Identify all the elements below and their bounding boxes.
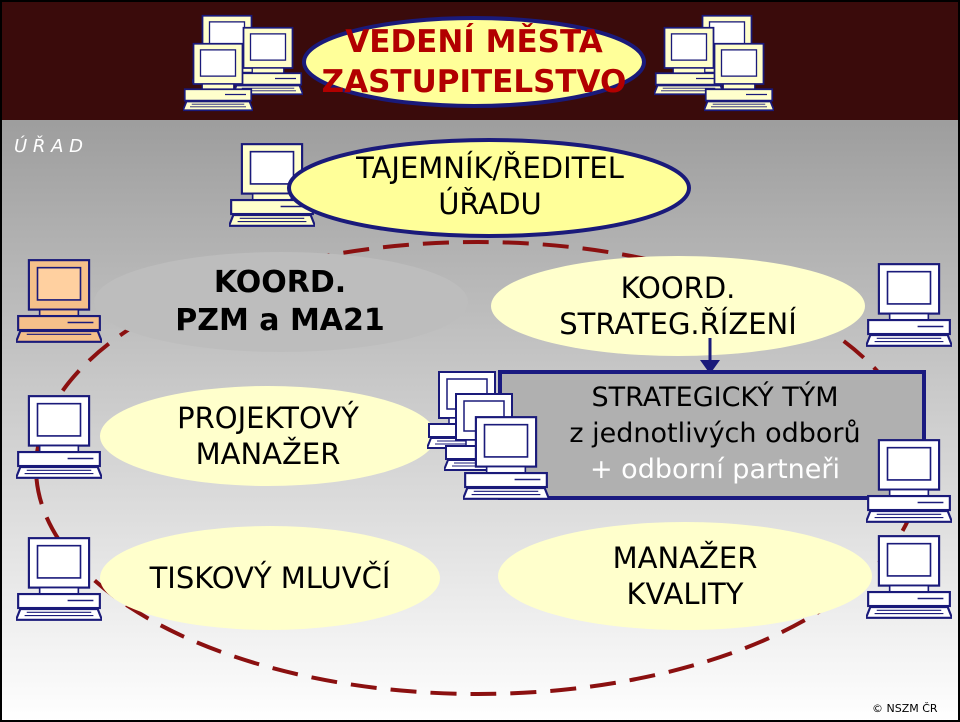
press-line-1: TISKOVÝ MLUVČÍ (149, 561, 391, 595)
strategic-team-label: STRATEGICKÝ TÝM z jednotlivých odborů + … (535, 380, 895, 488)
coord-pzm-ellipse (94, 252, 468, 352)
press-ellipse (100, 526, 440, 630)
computer-icon (183, 42, 253, 112)
copyright: © NSZM ČR (872, 702, 938, 715)
quality-label: MANAŽER KVALITY (500, 540, 870, 612)
quality-line-1: MANAŽER (612, 541, 758, 575)
project-manager-line-1: PROJEKTOVÝ (177, 401, 359, 435)
office-label: Ú Ř A D (14, 136, 84, 157)
header-title: VEDENÍ MĚSTA ZASTUPITELSTVO (304, 22, 644, 102)
computer-icon (866, 263, 952, 347)
header-line-2: ZASTUPITELSTVO (321, 64, 627, 100)
coord-pzm-line-2: PZM a MA21 (175, 303, 385, 338)
computer-icon (16, 537, 102, 621)
secretary-line-2: ÚŘADU (438, 187, 542, 221)
coord-strateg-line-1: KOORD. (620, 271, 736, 305)
secretary-label: TAJEMNÍK/ŘEDITEL ÚŘADU (290, 150, 690, 222)
strategic-team-line-1: STRATEGICKÝ TÝM (591, 382, 839, 413)
computer-icon (654, 26, 724, 96)
project-manager-label: PROJEKTOVÝ MANAŽER (100, 400, 436, 472)
strategic-team-line-2: z jednotlivých odborů (569, 418, 861, 449)
computer-icon (233, 26, 303, 96)
strategic-team-line-3: + odborní partneři (589, 454, 841, 485)
project-manager-line-2: MANAŽER (195, 437, 341, 471)
coord-strateg-label: KOORD. STRATEG.ŘÍZENÍ (492, 270, 864, 342)
computer-icon (704, 42, 774, 112)
secretary-line-1: TAJEMNÍK/ŘEDITEL (356, 151, 624, 185)
leadership-ellipse (302, 16, 646, 108)
project-manager-ellipse (100, 386, 436, 486)
coord-pzm-line-1: KOORD. (213, 265, 347, 300)
quality-ellipse (498, 522, 872, 630)
coord-strateg-ellipse (491, 256, 865, 356)
computer-icon (16, 259, 102, 343)
coord-pzm-label: KOORD. PZM a MA21 (100, 264, 460, 340)
coord-strateg-line-2: STRATEG.ŘÍZENÍ (559, 307, 797, 341)
secretary-ellipse (287, 138, 691, 238)
computer-icon (16, 395, 102, 479)
header-line-1: VEDENÍ MĚSTA (345, 24, 603, 60)
computer-icon (866, 535, 952, 619)
press-label: TISKOVÝ MLUVČÍ (100, 560, 440, 596)
quality-line-2: KVALITY (626, 577, 744, 611)
arrow-head (700, 360, 720, 374)
